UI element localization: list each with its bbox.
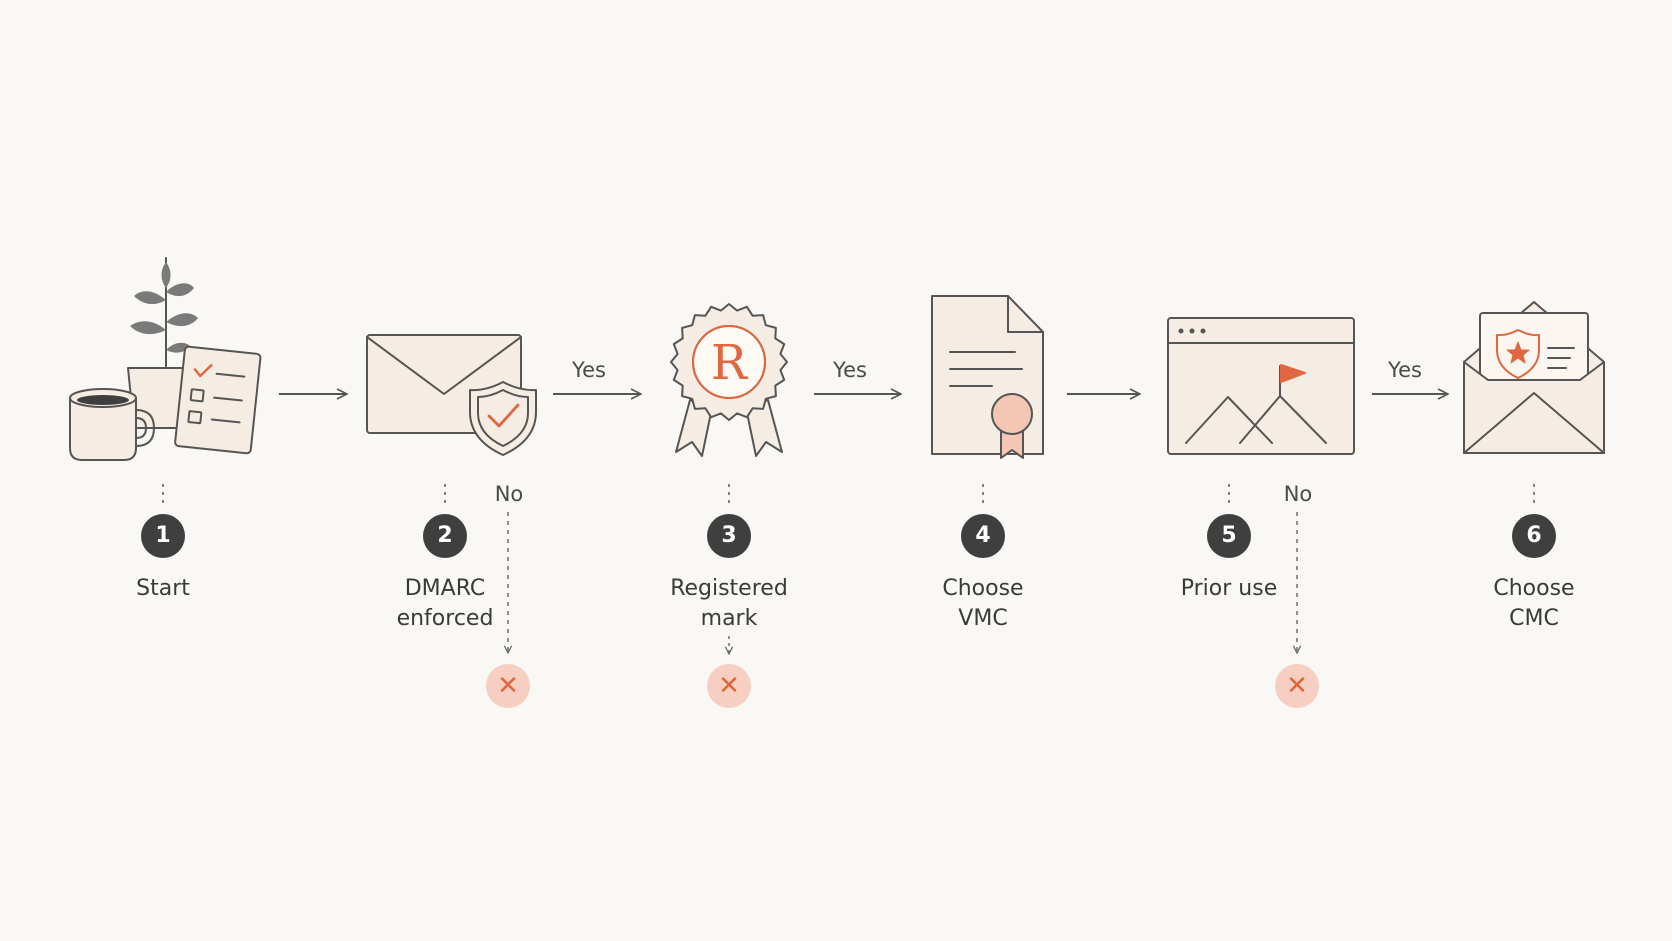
fail-x-icon-2: ✕	[486, 664, 530, 708]
checklist-coffee-plant-icon	[69, 257, 262, 461]
browser-flag-icon	[1167, 317, 1355, 455]
step-label-4: Choose VMC	[942, 576, 1024, 631]
step-label-6: Choose CMC	[1493, 576, 1575, 631]
step-number-badge-2: 2	[423, 514, 467, 558]
certificate-document-icon	[931, 295, 1044, 459]
step-number-badge-5: 5	[1207, 514, 1251, 558]
step-label-2: DMARC enforced	[396, 576, 494, 631]
step-label-3: Registered mark	[670, 576, 788, 631]
edge-label-yes-2-3: Yes	[572, 358, 606, 382]
edge-label-no-5: No	[1283, 482, 1313, 506]
fail-x-icon-5: ✕	[1275, 664, 1319, 708]
step-number-badge-3: 3	[707, 514, 751, 558]
edge-label-yes-5-6: Yes	[1388, 358, 1422, 382]
envelope-badge-icon	[1463, 301, 1605, 454]
registered-symbol: R	[711, 335, 749, 391]
fail-x-icon-3: ✕	[707, 664, 751, 708]
step-number-badge-4: 4	[961, 514, 1005, 558]
step-number-badge-6: 6	[1512, 514, 1556, 558]
edge-label-yes-3-4: Yes	[833, 358, 867, 382]
envelope-shield-icon	[366, 334, 537, 456]
step-label-5: Prior use	[1180, 576, 1278, 601]
registered-seal-icon	[670, 303, 788, 457]
step-label-1: Start	[136, 576, 190, 601]
step-number-badge-1: 1	[141, 514, 185, 558]
edge-label-no-2: No	[494, 482, 524, 506]
